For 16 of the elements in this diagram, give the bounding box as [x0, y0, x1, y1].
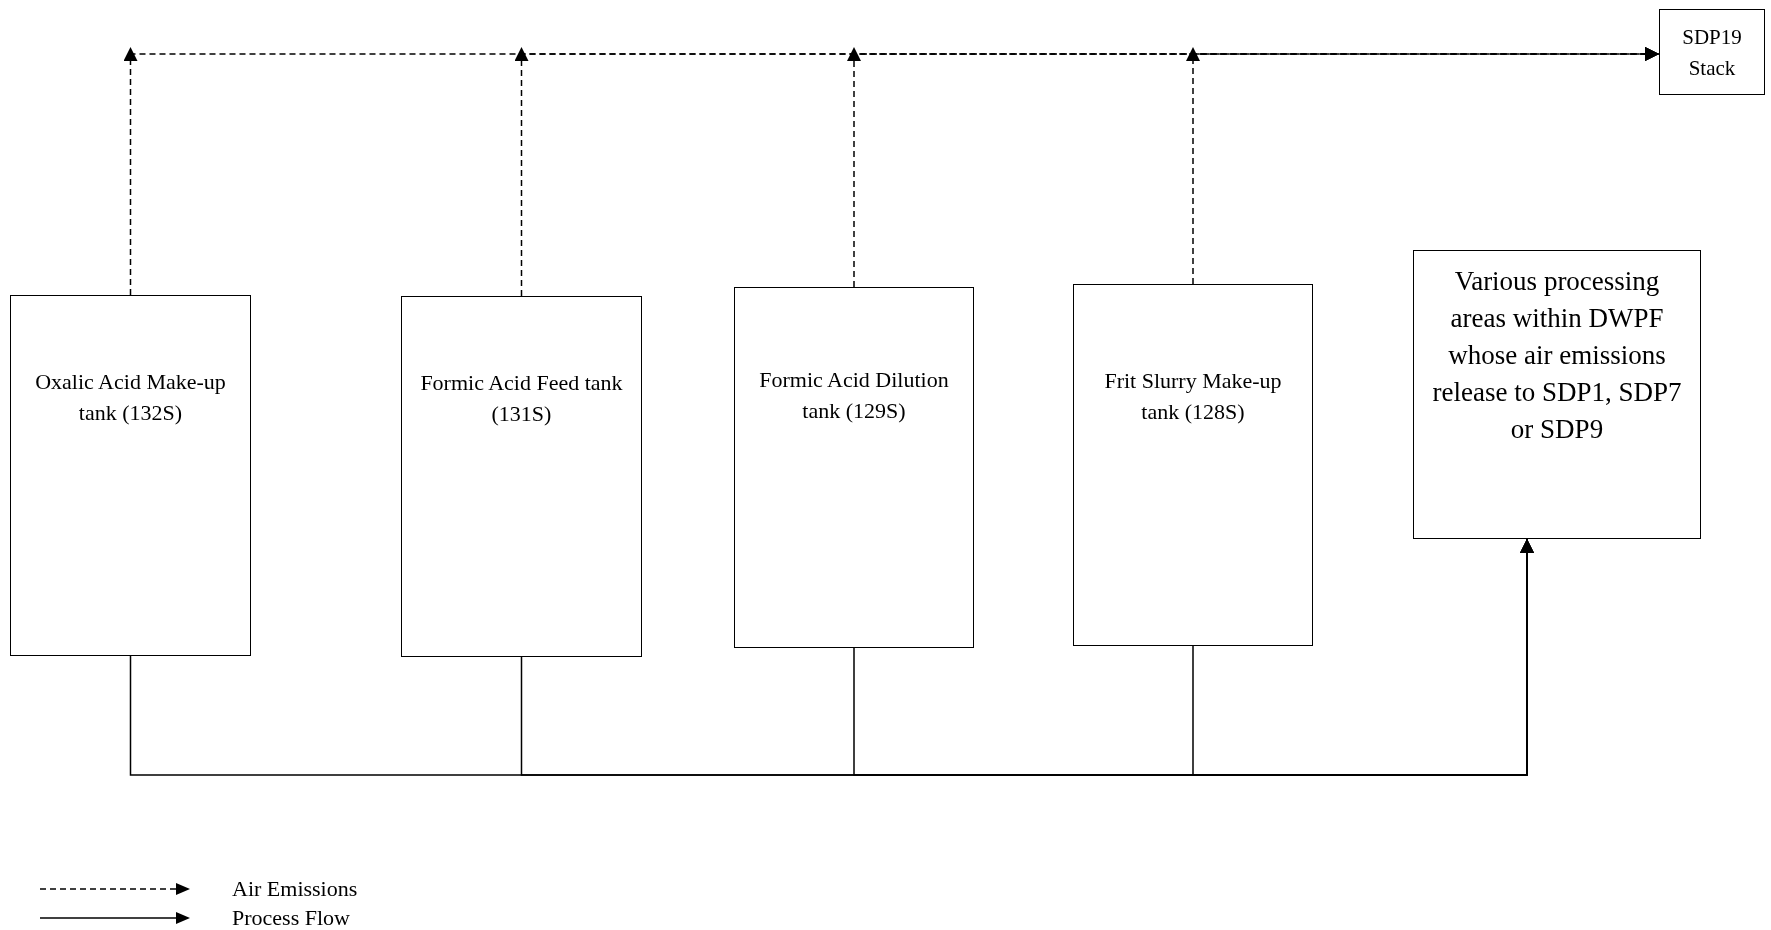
dashed-arrow [1186, 47, 1660, 285]
legend-label: Process Flow [232, 905, 350, 930]
arrow [1192, 538, 1534, 776]
area-box [1413, 250, 1701, 539]
node-label: Formic Acid Feed tank (131S) [419, 369, 624, 428]
stack-box [1659, 9, 1765, 95]
tank-box [734, 287, 974, 648]
tank-box [10, 295, 251, 656]
tank-box [1073, 284, 1313, 646]
node-label: Frit Slurry Make-up tank (128S) [1103, 367, 1283, 426]
node-label: Formic Acid Dilution tank (129S) [758, 366, 950, 425]
legend-label: Air Emissions [232, 876, 358, 902]
tank-box [401, 296, 642, 657]
node-label: Various processing areas within DWPF whose air emissions release to SDP1, SDP7 or SDP9 [1431, 265, 1683, 446]
node-label: SDP19 Stack [1681, 24, 1743, 82]
node-label: Oxalic Acid Make-up tank (132S) [34, 368, 227, 427]
